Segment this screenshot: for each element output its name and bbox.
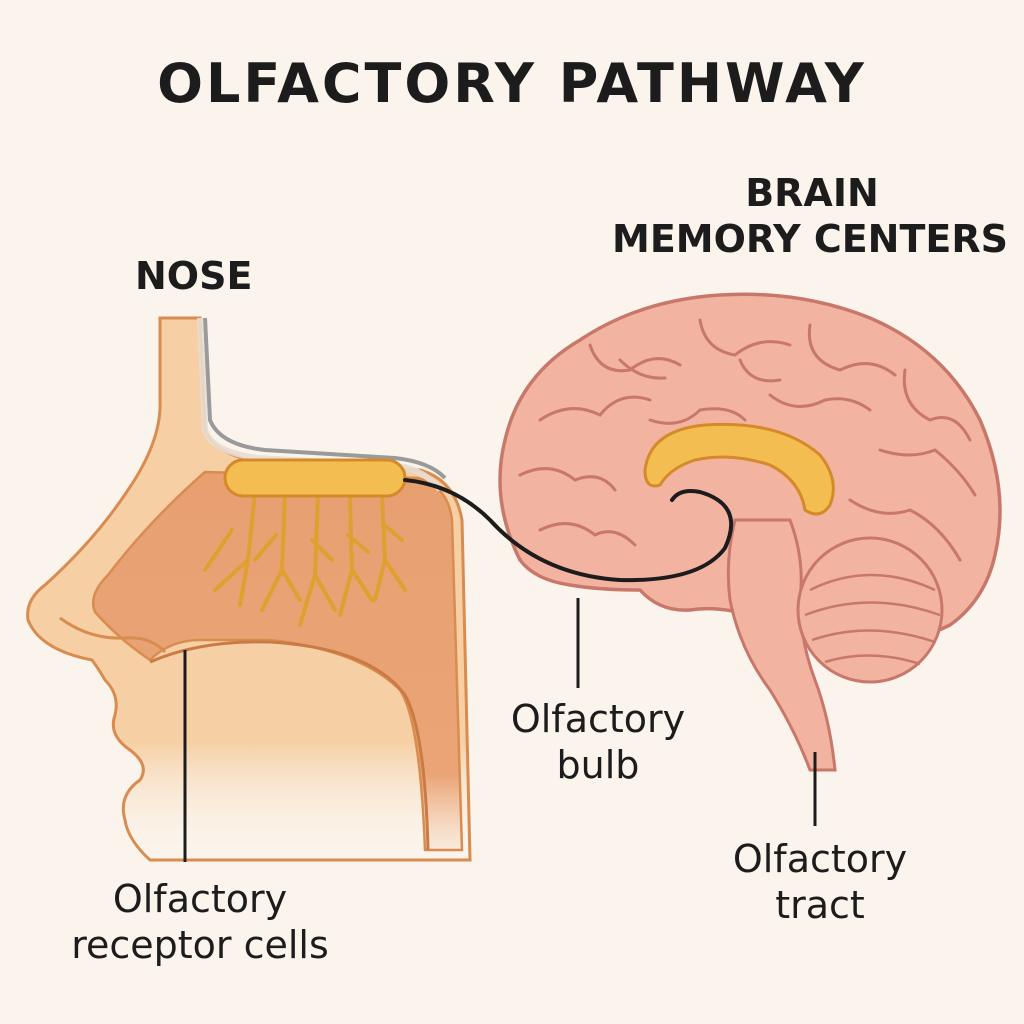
nerve-fiber (338, 493, 374, 617)
nerve-fiber (253, 492, 302, 612)
nasal-cavity (91, 470, 464, 852)
gyrus-fold (848, 498, 962, 562)
receptor-label-line2: receptor cells (71, 923, 329, 967)
olfactory-connection-line (403, 478, 734, 583)
brain-heading: BRAIN MEMORY CENTERS (612, 170, 1012, 262)
nostril-fold (59, 616, 167, 654)
memory-center-shape (643, 422, 835, 516)
tract-label-line2: tract (775, 883, 865, 927)
olfactory-bulb-shape (223, 458, 407, 498)
gyrus-fold (618, 358, 667, 380)
gyrus-fold (902, 368, 972, 442)
gyrus-fold (538, 395, 652, 422)
receptor-cells-label: Olfactory receptor cells (50, 876, 350, 968)
head-profile (26, 316, 472, 862)
cerebellum-fold (811, 629, 936, 644)
bulb-label-line1: Olfactory (510, 697, 686, 741)
brain (498, 292, 1002, 772)
nerve-fiber (298, 492, 337, 627)
gyrus-fold (538, 522, 637, 547)
gyrus-fold (518, 467, 617, 492)
diagram-title: OLFACTORY PATHWAY (157, 52, 867, 115)
gyrus-fold (768, 393, 872, 412)
nerve-fiber (373, 492, 407, 602)
brain-folds (518, 318, 977, 562)
nerve-fiber (203, 490, 257, 607)
brain-heading-line2: MEMORY CENTERS (612, 217, 1008, 261)
gyrus-fold (698, 318, 792, 357)
receptor-nerves (203, 490, 407, 627)
cerebellum-fold (804, 601, 941, 617)
gyrus-fold (738, 358, 782, 383)
nose-heading: NOSE (135, 254, 253, 298)
gyrus-fold (878, 448, 977, 497)
brain-heading-line1: BRAIN (745, 171, 879, 215)
cerebellum-fold (824, 654, 921, 666)
tract-label-line1: Olfactory (732, 837, 908, 881)
receptor-label-line1: Olfactory (112, 877, 288, 921)
cerebellum (796, 536, 944, 684)
gyrus-fold (648, 407, 747, 425)
skull-inner (197, 317, 443, 492)
cerebellum-fold (809, 573, 936, 592)
olfactory-tract-label: Olfactory tract (700, 836, 940, 928)
olfactory-bulb-label: Olfactory bulb (478, 696, 718, 788)
cerebellum-folds (804, 573, 941, 666)
skull-outline (203, 317, 447, 480)
palate-line (149, 640, 430, 851)
gyrus-fold (807, 323, 897, 377)
bulb-label-line2: bulb (556, 743, 640, 787)
